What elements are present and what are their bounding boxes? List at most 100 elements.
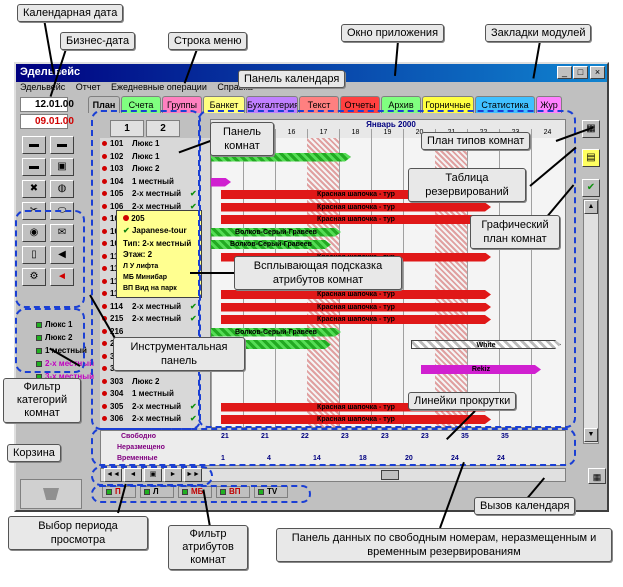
category-filter-item[interactable]: 1 местный	[36, 346, 98, 358]
maximize-button[interactable]: □	[573, 66, 588, 79]
check-icon: ✔	[190, 414, 197, 423]
toolbar-button[interactable]: ▬	[50, 136, 74, 154]
horizontal-scrollbar[interactable]	[100, 468, 566, 482]
menu-item-report[interactable]: Отчет	[75, 82, 101, 92]
room-type: Люкс 2	[132, 164, 160, 173]
minimize-button[interactable]: _	[557, 66, 572, 79]
toolbar-button[interactable]: ◍	[50, 180, 74, 198]
module-tab[interactable]: Жур	[536, 96, 562, 113]
reservation-table-button[interactable]: ▤	[582, 149, 600, 167]
period-nav-button[interactable]: ►	[164, 468, 182, 482]
module-tab[interactable]: Статистика	[475, 96, 535, 113]
toolbar-icon: ✖	[29, 183, 39, 194]
callout-toolbar: Инструментальная панель	[113, 337, 245, 371]
reservation-bar[interactable]: Красная шапочка - тур	[221, 190, 491, 199]
reservation-bar[interactable]: Rekiz	[421, 365, 541, 374]
menu-item-daily-ops[interactable]: Ежедневные операции	[110, 82, 207, 92]
stat-free-value: 21	[261, 433, 269, 440]
attribute-label: Л	[153, 487, 159, 496]
room-row[interactable]: 216	[102, 327, 222, 338]
check-icon: ✔	[190, 189, 197, 198]
scroll-up-button[interactable]: ▲	[584, 200, 598, 214]
reservation-bar[interactable]: Красная шапочка - тур	[221, 290, 491, 299]
room-type: 1 местный	[132, 389, 174, 398]
category-filter-item[interactable]: Люкс 1	[36, 320, 98, 332]
attribute-filter-item[interactable]: Л	[140, 486, 174, 498]
attribute-filter-item[interactable]: ВП	[216, 486, 250, 498]
menu-bar: Эдельвейс Отчет Ежедневные операции Спра…	[16, 82, 607, 96]
menu-item-help[interactable]: Справка	[217, 82, 253, 92]
business-date-value: 09.01.00	[35, 116, 74, 127]
toolbar-button[interactable]: ✖	[22, 180, 46, 198]
room-number: 106	[110, 201, 124, 211]
toolbar-icon: ✉	[57, 227, 67, 238]
module-tab[interactable]: Отчеты	[340, 96, 380, 113]
reservation-bar[interactable]: Красная шапочка - тур	[221, 203, 491, 212]
scroll-down-button[interactable]: ▼	[584, 428, 598, 442]
module-tab[interactable]: Банкет	[203, 96, 245, 113]
module-tab[interactable]: Бухгалтерия	[246, 96, 298, 113]
reservation-bar[interactable]	[211, 153, 351, 162]
scroll-thumb[interactable]	[381, 470, 399, 480]
period-nav-button[interactable]: ►►	[184, 468, 202, 482]
reservation-bar[interactable]: Красная шапочка - тур	[221, 415, 491, 424]
category-filter-item[interactable]: Люкс 2	[36, 333, 98, 345]
module-tab[interactable]: Группы	[162, 96, 202, 113]
menu-item-edelweiss[interactable]: Эдельвейс	[20, 82, 66, 92]
reservation-bar[interactable]	[211, 178, 231, 187]
callout-attr-filter: Фильтр атрибутов комнат	[168, 525, 248, 570]
check-icon: ✔	[190, 301, 197, 311]
vertical-scrollbar[interactable]: ▲ ▼	[583, 199, 599, 444]
toolbar-button[interactable]: ▯	[22, 246, 46, 264]
close-button[interactable]: ×	[590, 66, 605, 79]
reservation-bar[interactable]: Волков-Серый-Гравеев	[211, 240, 331, 249]
reservation-bar[interactable]: Красная шапочка - тур	[221, 315, 491, 324]
reservation-bar[interactable]	[211, 340, 331, 349]
callout-category-filter: Фильтр категорий комнат	[3, 378, 81, 423]
module-tab[interactable]: Текст	[299, 96, 339, 113]
toolbar-button[interactable]: ◉	[22, 224, 46, 242]
basket[interactable]	[20, 479, 82, 509]
reservation-bar[interactable]: Красная шапочка - тур	[221, 403, 491, 412]
period-nav-button[interactable]: ◄	[124, 468, 142, 482]
day-column-label: 20	[403, 129, 435, 427]
room-tab-1[interactable]: 1	[110, 120, 144, 137]
toolbar-button[interactable]: ▬	[22, 136, 46, 154]
toolbar-button[interactable]: ⚙	[22, 268, 46, 286]
room-status-icon	[102, 166, 107, 172]
toolbar-button[interactable]: ✉	[50, 224, 74, 242]
reservation-bar[interactable]: White	[411, 340, 561, 349]
category-filter-item[interactable]: 2-х местный	[36, 359, 98, 371]
reservation-bar[interactable]: Красная шапочка - тур	[221, 303, 491, 312]
call-calendar-button[interactable]: ▦	[588, 468, 606, 484]
toolbar-button[interactable]: ◀	[50, 246, 74, 264]
reservation-bar[interactable]: Волков-Серый-Гравеев	[211, 228, 341, 237]
reservation-bar[interactable]: Красная шапочка - тур	[221, 215, 491, 224]
module-tab[interactable]: Горничные	[422, 96, 474, 113]
toolbar-button[interactable]: ◄	[50, 268, 74, 286]
calendar-date-field[interactable]: 12.01.00	[20, 97, 74, 112]
toolbar-button[interactable]: ▣	[50, 158, 74, 176]
module-tab[interactable]: План	[88, 96, 120, 113]
module-tab[interactable]: Архив	[381, 96, 421, 113]
period-nav-button[interactable]: ◄◄	[104, 468, 122, 482]
reservation-bar[interactable]: Волков-Серый-Гравеев	[211, 328, 341, 337]
stat-free-value: 22	[301, 433, 309, 440]
room-tab-2[interactable]: 2	[146, 120, 180, 137]
toolbar-button[interactable]: ▬	[22, 158, 46, 176]
module-tab[interactable]: Счета	[121, 96, 161, 113]
period-nav-button[interactable]: ▣	[144, 468, 162, 482]
graphic-plan-button[interactable]: ✔	[582, 179, 600, 197]
business-date-field[interactable]: 09.01.00	[20, 114, 74, 129]
